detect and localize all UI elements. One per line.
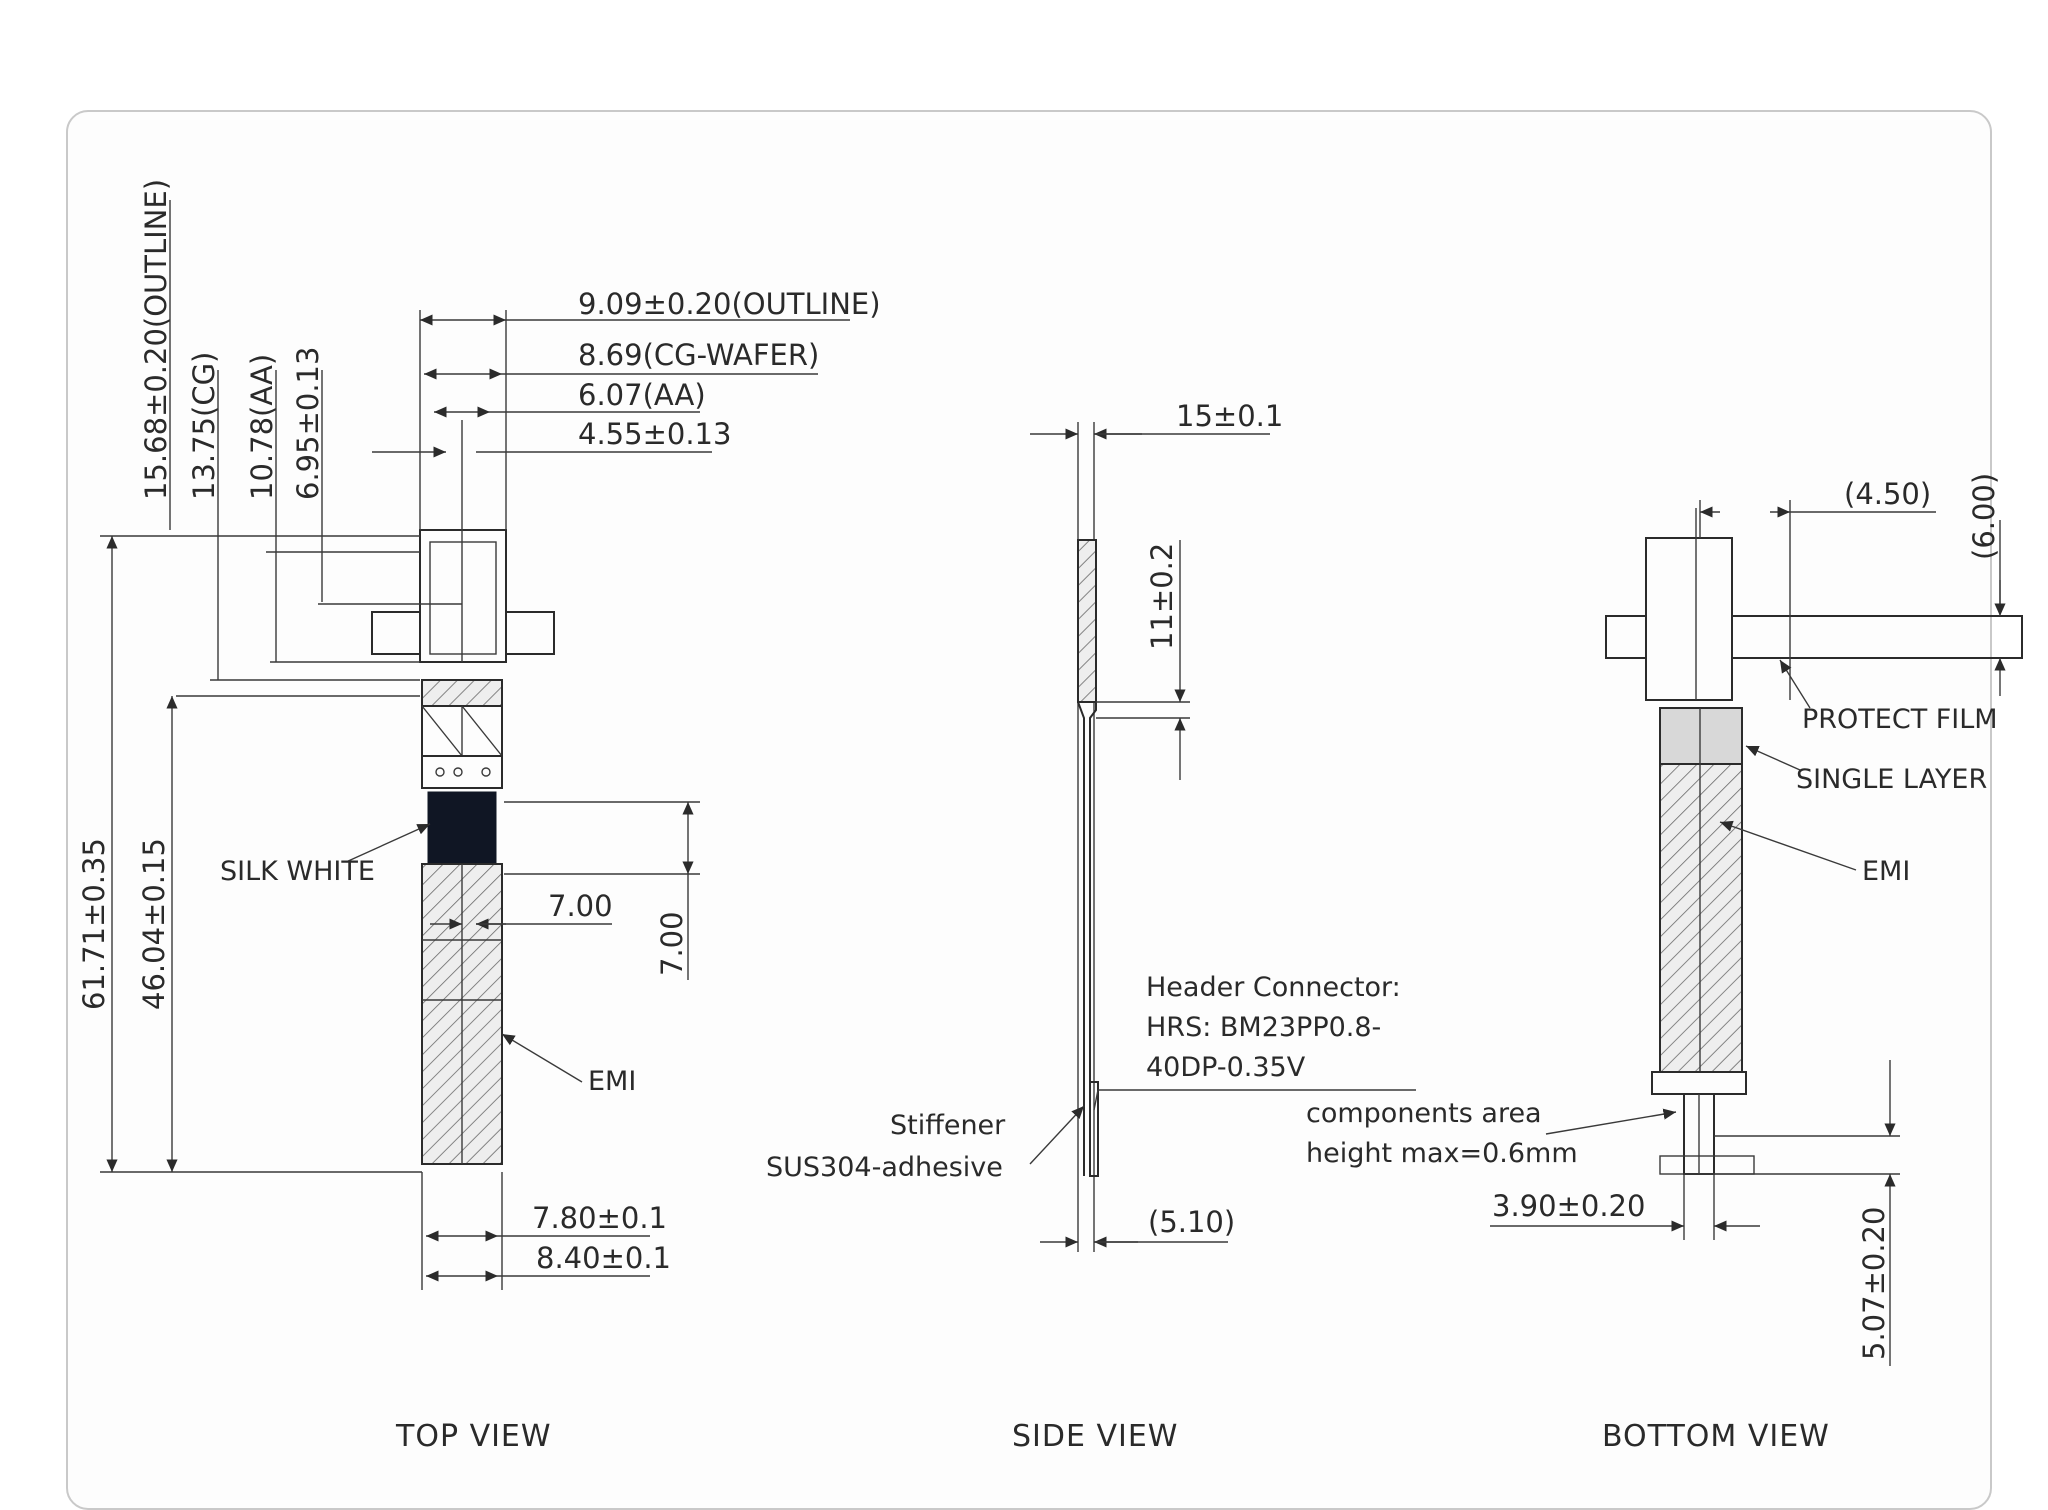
label-components-height: height max=0.6mm [1306, 1138, 1578, 1169]
dim-cg: 13.75(CG) [187, 352, 221, 500]
top-tail-neck [421, 679, 503, 707]
label-header-part: HRS: BM23PP0.8- [1146, 1012, 1381, 1043]
dim-700-h: 7.00 [548, 889, 613, 923]
label-silk-white: SILK WHITE [220, 856, 375, 887]
dim-450: (4.50) [1844, 477, 1931, 511]
dim-695: 6.95±0.13 [291, 347, 325, 500]
label-stiffener: Stiffener [890, 1110, 1006, 1141]
mechanical-drawing: 9.09±0.20(OUTLINE) 8.69(CG-WAFER) 6.07(A… [77, 179, 2023, 1454]
label-single-layer: SINGLE LAYER [1796, 764, 1987, 795]
dim-390: 3.90±0.20 [1492, 1189, 1645, 1223]
side-flex-tail [1089, 702, 1097, 1176]
top-holes-strip [421, 755, 503, 789]
label-emi-bottom: EMI [1862, 856, 1910, 887]
silk-white-marker [427, 791, 497, 865]
bottom-head-outline [1645, 537, 1733, 701]
dim-outline-height: 15.68±0.20(OUTLINE) [139, 179, 173, 500]
dim-aa-h: 10.78(AA) [245, 354, 279, 500]
top-left-tab [371, 611, 421, 655]
top-view: 9.09±0.20(OUTLINE) 8.69(CG-WAFER) 6.07(A… [77, 179, 881, 1454]
dim-840: 8.40±0.1 [536, 1241, 671, 1275]
top-head-outline [419, 529, 507, 663]
side-module-body [1077, 539, 1097, 703]
label-header-part-2: 40DP-0.35V [1146, 1052, 1306, 1083]
label-components-area: components area [1306, 1098, 1542, 1129]
dim-507: 5.07±0.20 [1857, 1207, 1891, 1360]
label-protect-film: PROTECT FILM [1802, 704, 1998, 735]
side-view: 15±0.1 11±0.2 (5.10) Header Connector: H… [766, 399, 1416, 1454]
side-stiffener [1089, 1081, 1099, 1177]
bottom-left-tab [1605, 615, 1647, 659]
dim-600: (6.00) [1967, 473, 2001, 560]
dim-780: 7.80±0.1 [532, 1201, 667, 1235]
dim-side-510: (5.10) [1148, 1205, 1235, 1239]
dim-aa: 6.07(AA) [578, 378, 706, 412]
bottom-protect-film [1731, 615, 2023, 659]
dim-outline-width: 9.09±0.20(OUTLINE) [578, 287, 881, 321]
dim-455: 4.55±0.13 [578, 417, 731, 451]
dim-4604: 46.04±0.15 [137, 838, 171, 1010]
bottom-view-title: BOTTOM VIEW [1602, 1419, 1830, 1454]
dim-side-thickness: 15±0.1 [1176, 399, 1283, 433]
top-view-title: TOP VIEW [395, 1419, 552, 1454]
bottom-emi-area [1659, 763, 1743, 1073]
top-active-area [429, 541, 497, 655]
dim-700-v: 7.00 [655, 911, 689, 976]
dim-side-11: 11±0.2 [1145, 543, 1179, 650]
dim-cg-wafer: 8.69(CG-WAFER) [578, 338, 819, 372]
label-header-connector: Header Connector: [1146, 972, 1401, 1003]
top-right-tab [505, 611, 555, 655]
label-stiffener-material: SUS304-adhesive [766, 1152, 1003, 1183]
label-emi-top: EMI [588, 1066, 636, 1097]
dim-total: 61.71±0.35 [77, 838, 111, 1010]
bottom-view: (4.50) (6.00) 5.07±0.20 3.90±0.20 PROTEC… [1306, 473, 2023, 1454]
bottom-single-layer [1659, 707, 1743, 765]
side-view-title: SIDE VIEW [1012, 1419, 1178, 1454]
